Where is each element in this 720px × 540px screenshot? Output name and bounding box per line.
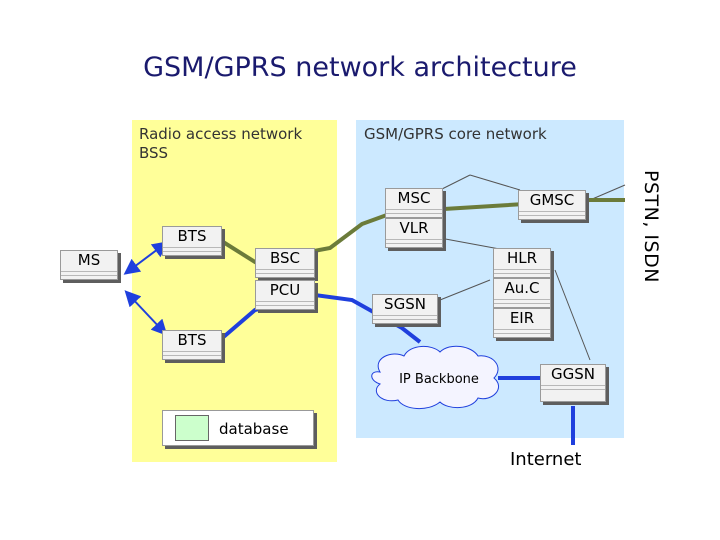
pstn-isdn-label: PSTN, ISDN (640, 170, 662, 283)
radio-link-bts2 (124, 290, 168, 336)
node-stripe (494, 299, 550, 304)
ran-label-line1: Radio access network (139, 125, 303, 143)
bts-node-1: BTS (162, 226, 222, 256)
sgsn-label: SGSN (384, 295, 426, 313)
node-stripe (163, 351, 221, 356)
data-path (218, 292, 422, 344)
node-stripe (519, 211, 585, 216)
link-msc-gmsc-signal-b (469, 174, 521, 191)
link-sgsn-auc (439, 279, 491, 301)
sgsn-node: SGSN (372, 294, 438, 324)
node-stripe (494, 329, 550, 334)
node-stripe (541, 385, 605, 390)
link-msc-pstn (589, 184, 626, 201)
node-stripe (163, 247, 221, 252)
radio-link-bts1 (123, 241, 169, 275)
bts-label-2: BTS (177, 331, 207, 349)
eir-node: EIR (493, 308, 551, 338)
legend-database-label: database (219, 420, 289, 438)
msc-node: MSC (385, 188, 443, 218)
ms-node: MS (60, 250, 118, 280)
bts-node-2: BTS (162, 330, 222, 360)
ran-label: Radio access network BSS (139, 125, 302, 163)
gmsc-node: GMSC (518, 190, 586, 220)
node-stripe (386, 239, 442, 244)
eir-label: EIR (509, 309, 535, 327)
pcu-node: PCU (255, 280, 315, 310)
hlr-label: HLR (506, 249, 538, 267)
link-msc-gmsc-signal (439, 174, 471, 191)
node-stripe (256, 269, 314, 274)
node-stripe (256, 301, 314, 306)
node-stripe (373, 315, 437, 320)
ip-backbone-cloud (371, 345, 500, 409)
hlr-node: HLR (493, 248, 551, 278)
bts-label-1: BTS (177, 227, 207, 245)
ggsn-node: GGSN (540, 364, 606, 402)
vlr-node: VLR (385, 218, 443, 248)
ran-label-line2: BSS (139, 144, 169, 162)
node-stripe (494, 269, 550, 274)
node-stripe (386, 209, 442, 214)
gmsc-label: GMSC (529, 191, 575, 209)
auc-node: Au.C (493, 278, 551, 308)
msc-label: MSC (397, 189, 431, 207)
link-hlr-ggsn (554, 269, 591, 361)
bsc-label: BSC (269, 249, 301, 267)
pcu-label: PCU (269, 281, 301, 299)
database-swatch (175, 415, 209, 441)
node-stripe (61, 271, 117, 276)
vlr-label: VLR (399, 219, 429, 237)
ggsn-label: GGSN (551, 365, 595, 383)
core-label: GSM/GPRS core network (364, 125, 547, 143)
bsc-node: BSC (255, 248, 315, 278)
internet-label: Internet (510, 449, 582, 470)
ms-label: MS (77, 251, 101, 269)
ip-backbone-label: IP Backbone (399, 372, 479, 387)
legend: database (162, 410, 314, 446)
auc-label: Au.C (504, 279, 540, 297)
page-title: GSM/GPRS network architecture (143, 52, 577, 83)
